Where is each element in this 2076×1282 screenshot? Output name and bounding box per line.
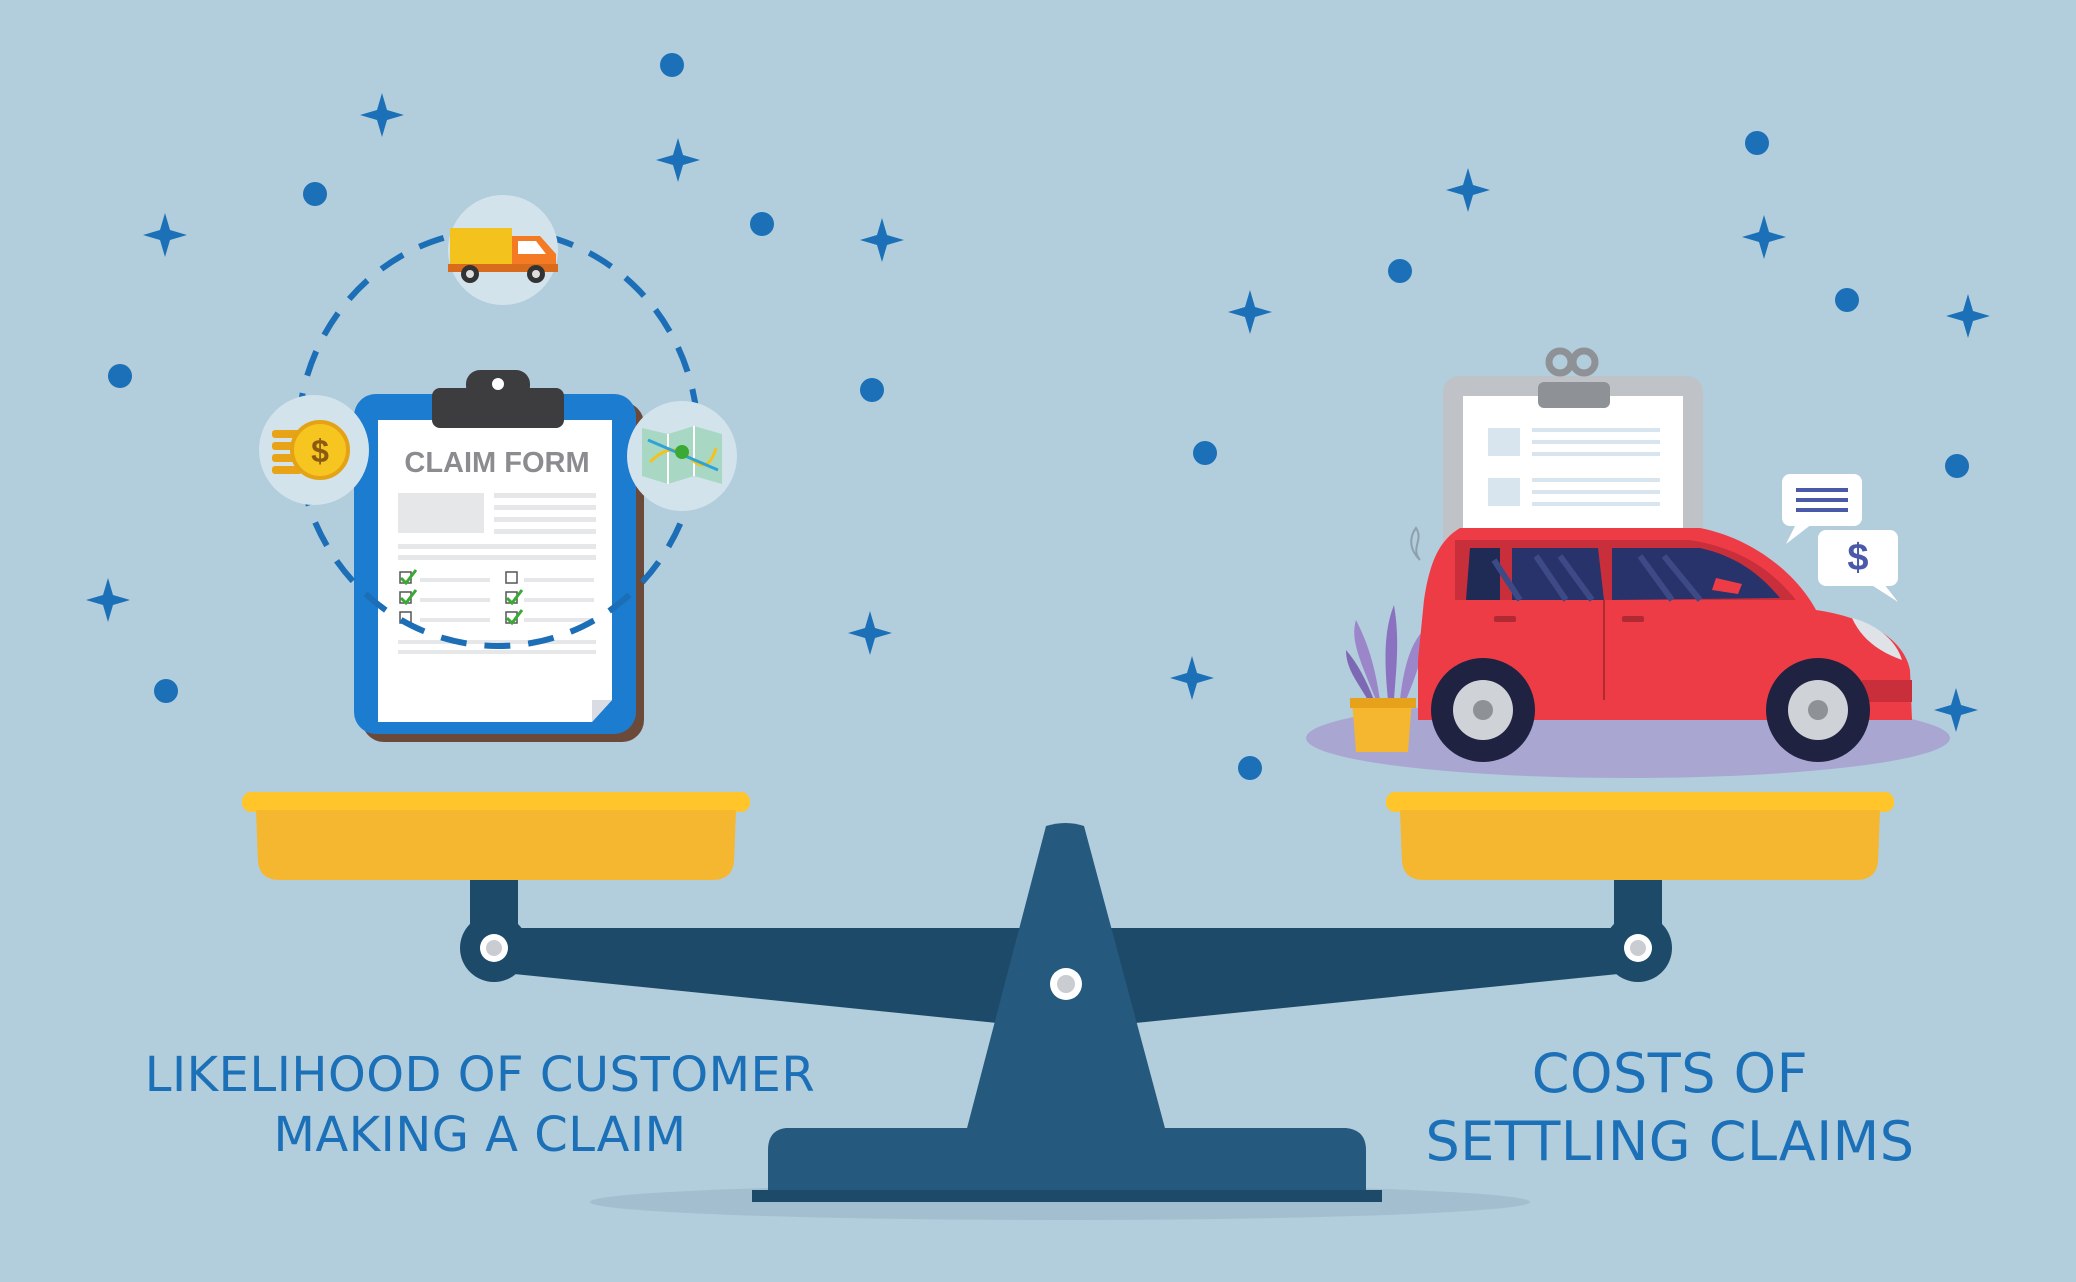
coins-icon: $: [259, 395, 369, 505]
caption-left-line1: LIKELIHOOD OF CUSTOMER: [144, 1047, 816, 1103]
caption-left: LIKELIHOOD OF CUSTOMER MAKING A CLAIM: [120, 1045, 840, 1165]
chat-bubble-icon: [1782, 474, 1862, 544]
caption-right-line1: COSTS OF: [1531, 1042, 1809, 1105]
balance-scale: [242, 792, 1894, 1220]
bubble-dollar-symbol: $: [1847, 537, 1868, 579]
map-icon: [627, 401, 737, 511]
claim-form-title: CLAIM FORM: [404, 447, 589, 479]
money-bubble-icon: $: [1818, 530, 1898, 602]
coin-dollar-symbol: $: [311, 433, 329, 469]
claim-form-clipboard: CLAIM FORM: [354, 370, 644, 742]
caption-left-line2: MAKING A CLAIM: [273, 1107, 687, 1163]
caption-right-line2: SETTLING CLAIMS: [1425, 1110, 1915, 1173]
delivery-truck-icon: [448, 195, 558, 305]
caption-right: COSTS OF SETTLING CLAIMS: [1380, 1040, 1960, 1176]
decorative-dots: [108, 53, 1969, 780]
red-car: [1418, 528, 1912, 762]
